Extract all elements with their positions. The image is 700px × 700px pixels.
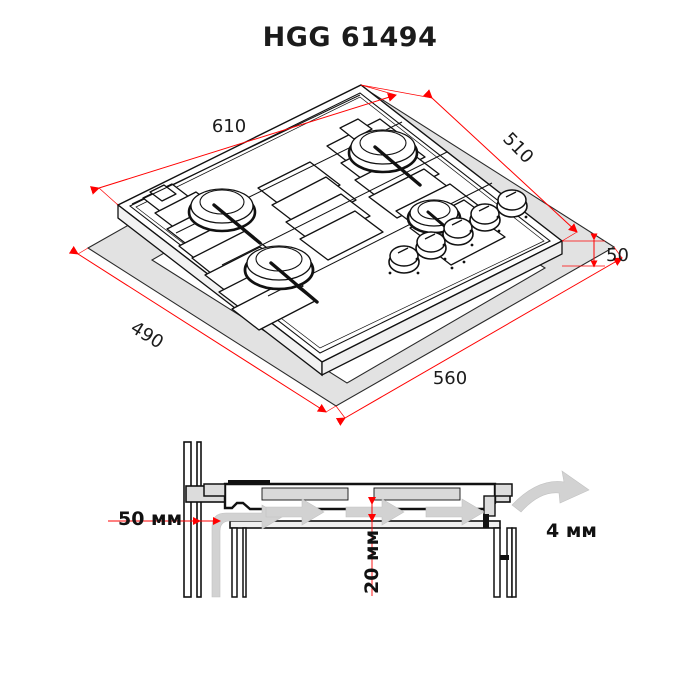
hob-section <box>203 480 513 528</box>
cabinet-shelf <box>229 520 501 529</box>
airflow-arrow-1 <box>265 498 325 526</box>
top-view-dimensions <box>68 84 623 426</box>
dimension-label-20mm: 20 мм <box>361 530 383 594</box>
section-view-dimensions <box>108 497 376 596</box>
dimline-510 <box>423 89 578 233</box>
dimension-label-610: 610 <box>212 116 246 137</box>
exhaust-curved-arrow <box>511 470 590 513</box>
dimension-label-50mm: 50 мм <box>118 508 182 530</box>
airflow-arrow-3 <box>425 498 485 526</box>
dimline-490 <box>68 245 327 413</box>
dimension-label-50: 50 <box>606 245 629 266</box>
dimline-560 <box>335 257 623 426</box>
page-title: HGG 61494 <box>262 22 438 53</box>
dimline-610 <box>90 93 397 195</box>
dimension-label-560: 560 <box>433 368 467 389</box>
dimension-label-4mm: 4 мм <box>546 520 597 542</box>
burner-left-rear <box>187 188 262 245</box>
